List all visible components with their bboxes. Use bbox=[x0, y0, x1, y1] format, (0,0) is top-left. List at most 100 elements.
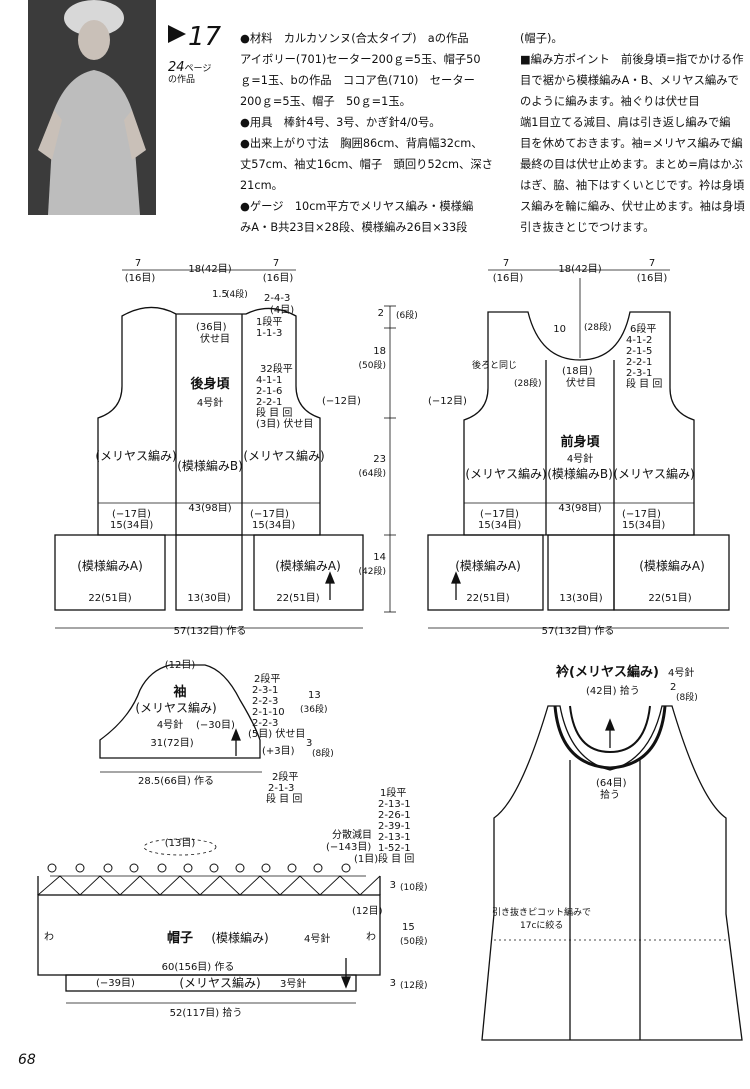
front-body-diagram bbox=[427, 269, 730, 629]
diagram-label: (16目) bbox=[263, 273, 294, 284]
diagram-label: (8段) bbox=[676, 691, 698, 703]
diagram-label: (−12目) bbox=[428, 396, 467, 407]
diagram-label: (−17目) bbox=[250, 509, 289, 520]
diagram-label: (−17目) bbox=[622, 509, 661, 520]
diagram-label: (4段) bbox=[226, 288, 248, 300]
diagram-label: 4-1-1 bbox=[256, 375, 282, 386]
diagram-label: 2-2-3 bbox=[252, 718, 278, 729]
diagram-label: (模様編みA) bbox=[275, 558, 341, 573]
diagram-label: (メリヤス編み) bbox=[613, 466, 694, 481]
diagram-label: (50段) bbox=[400, 935, 427, 947]
knitting-diagrams: 7 (16目) 18(42目) 7 (16目) 1.5 (4段) 2-4-3 (… bbox=[37, 258, 743, 1041]
diagram-label: 段 目 回 bbox=[626, 377, 662, 390]
diagram-label: (−17目) bbox=[112, 509, 151, 520]
diagram-label: 10 bbox=[553, 324, 566, 335]
diagram-label: 23 bbox=[373, 454, 386, 465]
instructions-column-1: ●材料 カルカソンヌ(合太タイプ) aの作品アイボリー(701)セーター200ｇ… bbox=[240, 32, 493, 234]
diagram-label: 分散減目 bbox=[332, 828, 372, 841]
diagram-label: (模様編みB) bbox=[547, 466, 613, 481]
diagram-label: 13(30目) bbox=[559, 593, 602, 604]
diagram-label: (16目) bbox=[637, 273, 668, 284]
diagram-label: 後ろと同じ bbox=[472, 359, 517, 371]
diagram-label: (−39目) bbox=[96, 978, 135, 989]
diagram-label: (模様編み) bbox=[211, 930, 268, 945]
diagram-label: 2-2-1 bbox=[626, 357, 652, 368]
diagram-label: 52(117目) 拾う bbox=[170, 1006, 243, 1019]
diagram-label: 4-1-2 bbox=[626, 335, 652, 346]
diagram-label: わ bbox=[44, 931, 54, 943]
diagram-label: 拾う bbox=[600, 788, 620, 801]
page-number: 68 bbox=[18, 1052, 36, 1068]
instructions-column-2: (帽子)。■編み方ポイント 前後身頃=指でかける作目で裾から模様編みA・B、メリ… bbox=[520, 32, 745, 234]
diagram-label: 22(51目) bbox=[88, 593, 131, 604]
diagram-label: 7 bbox=[503, 258, 509, 269]
diagram-label: 2-1-10 bbox=[252, 707, 285, 718]
diagram-label: (8段) bbox=[312, 747, 334, 759]
back-body-diagram bbox=[54, 269, 364, 629]
diagram-label: (12段) bbox=[400, 979, 427, 991]
diagram-label: (16目) bbox=[125, 273, 156, 284]
diagram-label: 伏せ目 bbox=[200, 332, 230, 345]
diagram-label: (42目) 拾う bbox=[586, 684, 640, 697]
diagram-label: 22(51目) bbox=[648, 593, 691, 604]
diagram-label: 1.5 bbox=[212, 289, 228, 300]
diagram-label: (18目) bbox=[562, 366, 593, 377]
diagram-label: わ bbox=[366, 931, 376, 943]
diagram-label: 2段平 bbox=[254, 672, 280, 685]
diagram-label: 7 bbox=[649, 258, 655, 269]
diagram-label: 2-13-1 bbox=[378, 799, 411, 810]
diagram-label: 28.5(66目) 作る bbox=[138, 775, 214, 787]
diagram-label: 22(51目) bbox=[276, 593, 319, 604]
diagram-label: (模様編みB) bbox=[177, 458, 243, 473]
diagram-label: (模様編みA) bbox=[77, 558, 143, 573]
diagram-label: 段 目 回 bbox=[256, 406, 292, 419]
diagram-label: 4号針 bbox=[157, 718, 183, 731]
diagram-label: 伏せ目 bbox=[566, 376, 596, 389]
diagram-label: 1-1-3 bbox=[256, 328, 282, 339]
diagram-label: 43(98目) bbox=[188, 503, 231, 514]
diagram-label: (メリヤス編み) bbox=[465, 466, 546, 481]
diagram-label: 2-3-1 bbox=[252, 685, 278, 696]
diagram-label: 1段平 bbox=[256, 315, 282, 328]
model-photo bbox=[28, 0, 156, 215]
diagram-label: (+3目) bbox=[262, 746, 295, 757]
diagram-label: 57(132目) 作る bbox=[174, 625, 247, 637]
diagram-label: 3 bbox=[390, 880, 396, 891]
diagram-label: 2-3-1 bbox=[626, 368, 652, 379]
diagram-label: (模様編みA) bbox=[455, 558, 521, 573]
diagram-label: (10段) bbox=[400, 881, 427, 893]
diagram-label: 段 目 回 bbox=[266, 792, 302, 805]
diagram-label: (メリヤス編み) bbox=[135, 700, 216, 715]
diagram-label: (12目) bbox=[352, 906, 383, 917]
diagram-label: (−17目) bbox=[480, 509, 519, 520]
collar-diagram bbox=[481, 705, 743, 1041]
diagram-label: 2段平 bbox=[272, 770, 298, 783]
diagram-label: (メリヤス編み) bbox=[179, 975, 260, 990]
diagram-label: 1-52-1 bbox=[378, 843, 411, 854]
diagram-label: 4号針 bbox=[304, 932, 330, 945]
vertical-measure bbox=[384, 305, 396, 613]
diagram-label: 帽子 bbox=[167, 930, 193, 946]
diagram-label: 4号針 bbox=[668, 666, 694, 679]
diagram-label: 31(72目) bbox=[150, 738, 193, 749]
reference-page: 24ページ の作品 bbox=[168, 60, 212, 85]
diagram-label: 2-26-1 bbox=[378, 810, 411, 821]
diagram-label: 1段平 bbox=[380, 786, 406, 799]
diagram-label: 2-39-1 bbox=[378, 821, 411, 832]
diagram-label: (5目) 伏せ目 bbox=[248, 727, 305, 740]
diagram-label: (模様編みA) bbox=[639, 558, 705, 573]
diagram-label: (13目) bbox=[165, 838, 196, 849]
diagram-label: 前身頃 bbox=[560, 434, 600, 450]
diagram-label: 22(51目) bbox=[466, 593, 509, 604]
diagram-label: (メリヤス編み) bbox=[95, 448, 176, 463]
diagram-label: 段 目 回 bbox=[378, 852, 414, 865]
diagram-label: 17cに絞る bbox=[520, 919, 563, 931]
diagram-label: 2-1-5 bbox=[626, 346, 652, 357]
diagram-label: 60(156目) 作る bbox=[162, 961, 235, 973]
diagram-label: (−143目) bbox=[326, 842, 371, 853]
diagram-label: 18(42目) bbox=[188, 264, 231, 275]
diagram-label: (36段) bbox=[300, 703, 327, 715]
diagram-label: 2-1-3 bbox=[268, 783, 294, 794]
diagram-label: 4号針 bbox=[567, 452, 593, 465]
diagram-label: (メリヤス編み) bbox=[243, 448, 324, 463]
